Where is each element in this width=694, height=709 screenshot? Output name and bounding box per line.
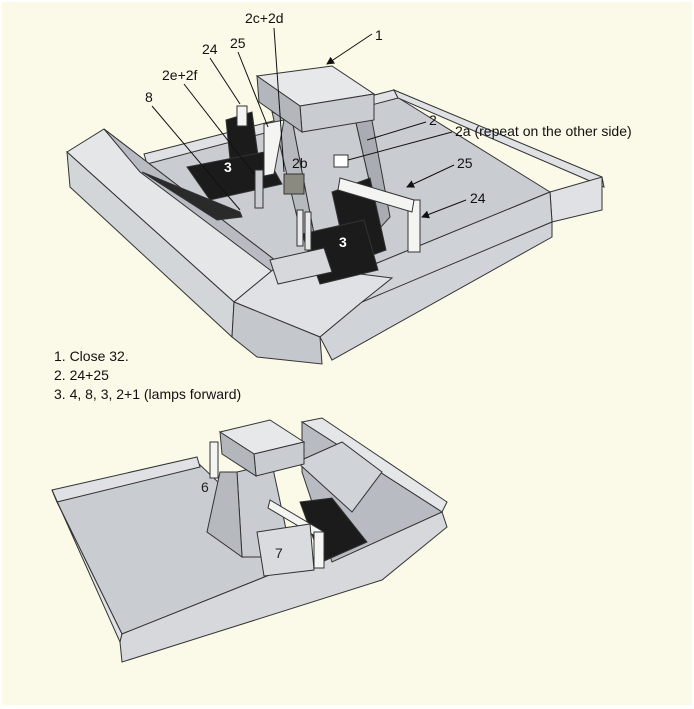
label-25-right: 25 [457, 155, 473, 171]
seat-label-right: 3 [339, 234, 347, 250]
step-plate [269, 247, 333, 285]
post-left [254, 169, 264, 209]
label-6: 6 [201, 479, 209, 495]
label-2c2d: 2c+2d [245, 10, 284, 26]
step-item: 2. 24+25 [54, 367, 109, 383]
top-model [66, 65, 605, 365]
label-25-top: 25 [230, 35, 246, 51]
part-7 [256, 523, 315, 577]
post-mid-a [296, 209, 304, 247]
assembly-steps: 1. Close 32. 2. 24+25 3. 4, 8, 3, 2+1 (l… [54, 347, 241, 404]
bottom-hull-wall [296, 441, 383, 513]
seat-label-left: 3 [224, 159, 232, 175]
bottom-front-edge [119, 511, 448, 663]
label-2: 2 [429, 112, 437, 128]
right-rail [392, 89, 605, 188]
label-8: 8 [145, 89, 153, 105]
leader-2 [366, 121, 427, 141]
right-rail-end [549, 176, 603, 223]
label-24-top: 24 [202, 41, 218, 57]
label-2b: 2b [292, 155, 308, 171]
step-item: 1. Close 32. [54, 348, 129, 364]
bottom-post-6 [209, 441, 219, 479]
bottom-pipe-24 [313, 531, 325, 569]
step-item: 3. 4, 8, 3, 2+1 (lamps forward) [54, 386, 242, 402]
part-2b [283, 173, 305, 195]
label-7: 7 [275, 545, 283, 561]
leader-25-top [237, 51, 269, 128]
bracket-2a [333, 154, 349, 168]
leader-2e2f [183, 83, 255, 175]
pipe-25-right [337, 177, 415, 213]
label-2e2f: 2e+2f [162, 67, 198, 83]
pipe-25-left [263, 119, 285, 177]
arrow-25-right [406, 164, 455, 188]
leader-2a [347, 131, 453, 161]
leader-8 [151, 105, 241, 211]
arrow-24-right [421, 199, 467, 219]
leader-2c2d [273, 27, 285, 173]
leader-lines [151, 27, 467, 219]
label-24-right: 24 [470, 190, 486, 206]
bottom-tower-left [206, 471, 243, 559]
bottom-lamp-left [219, 431, 257, 477]
bow-front [231, 301, 323, 365]
bottom-model [51, 417, 448, 663]
post-mid-b [304, 211, 312, 251]
label-1: 1 [375, 27, 383, 43]
label-2a: 2a (repeat on the other side) [455, 123, 632, 139]
shadow-wedge [141, 171, 243, 221]
arrow-1 [326, 33, 373, 65]
pipe-24-left [236, 105, 248, 127]
leader-24-top [209, 57, 241, 105]
bow-side [319, 221, 553, 361]
